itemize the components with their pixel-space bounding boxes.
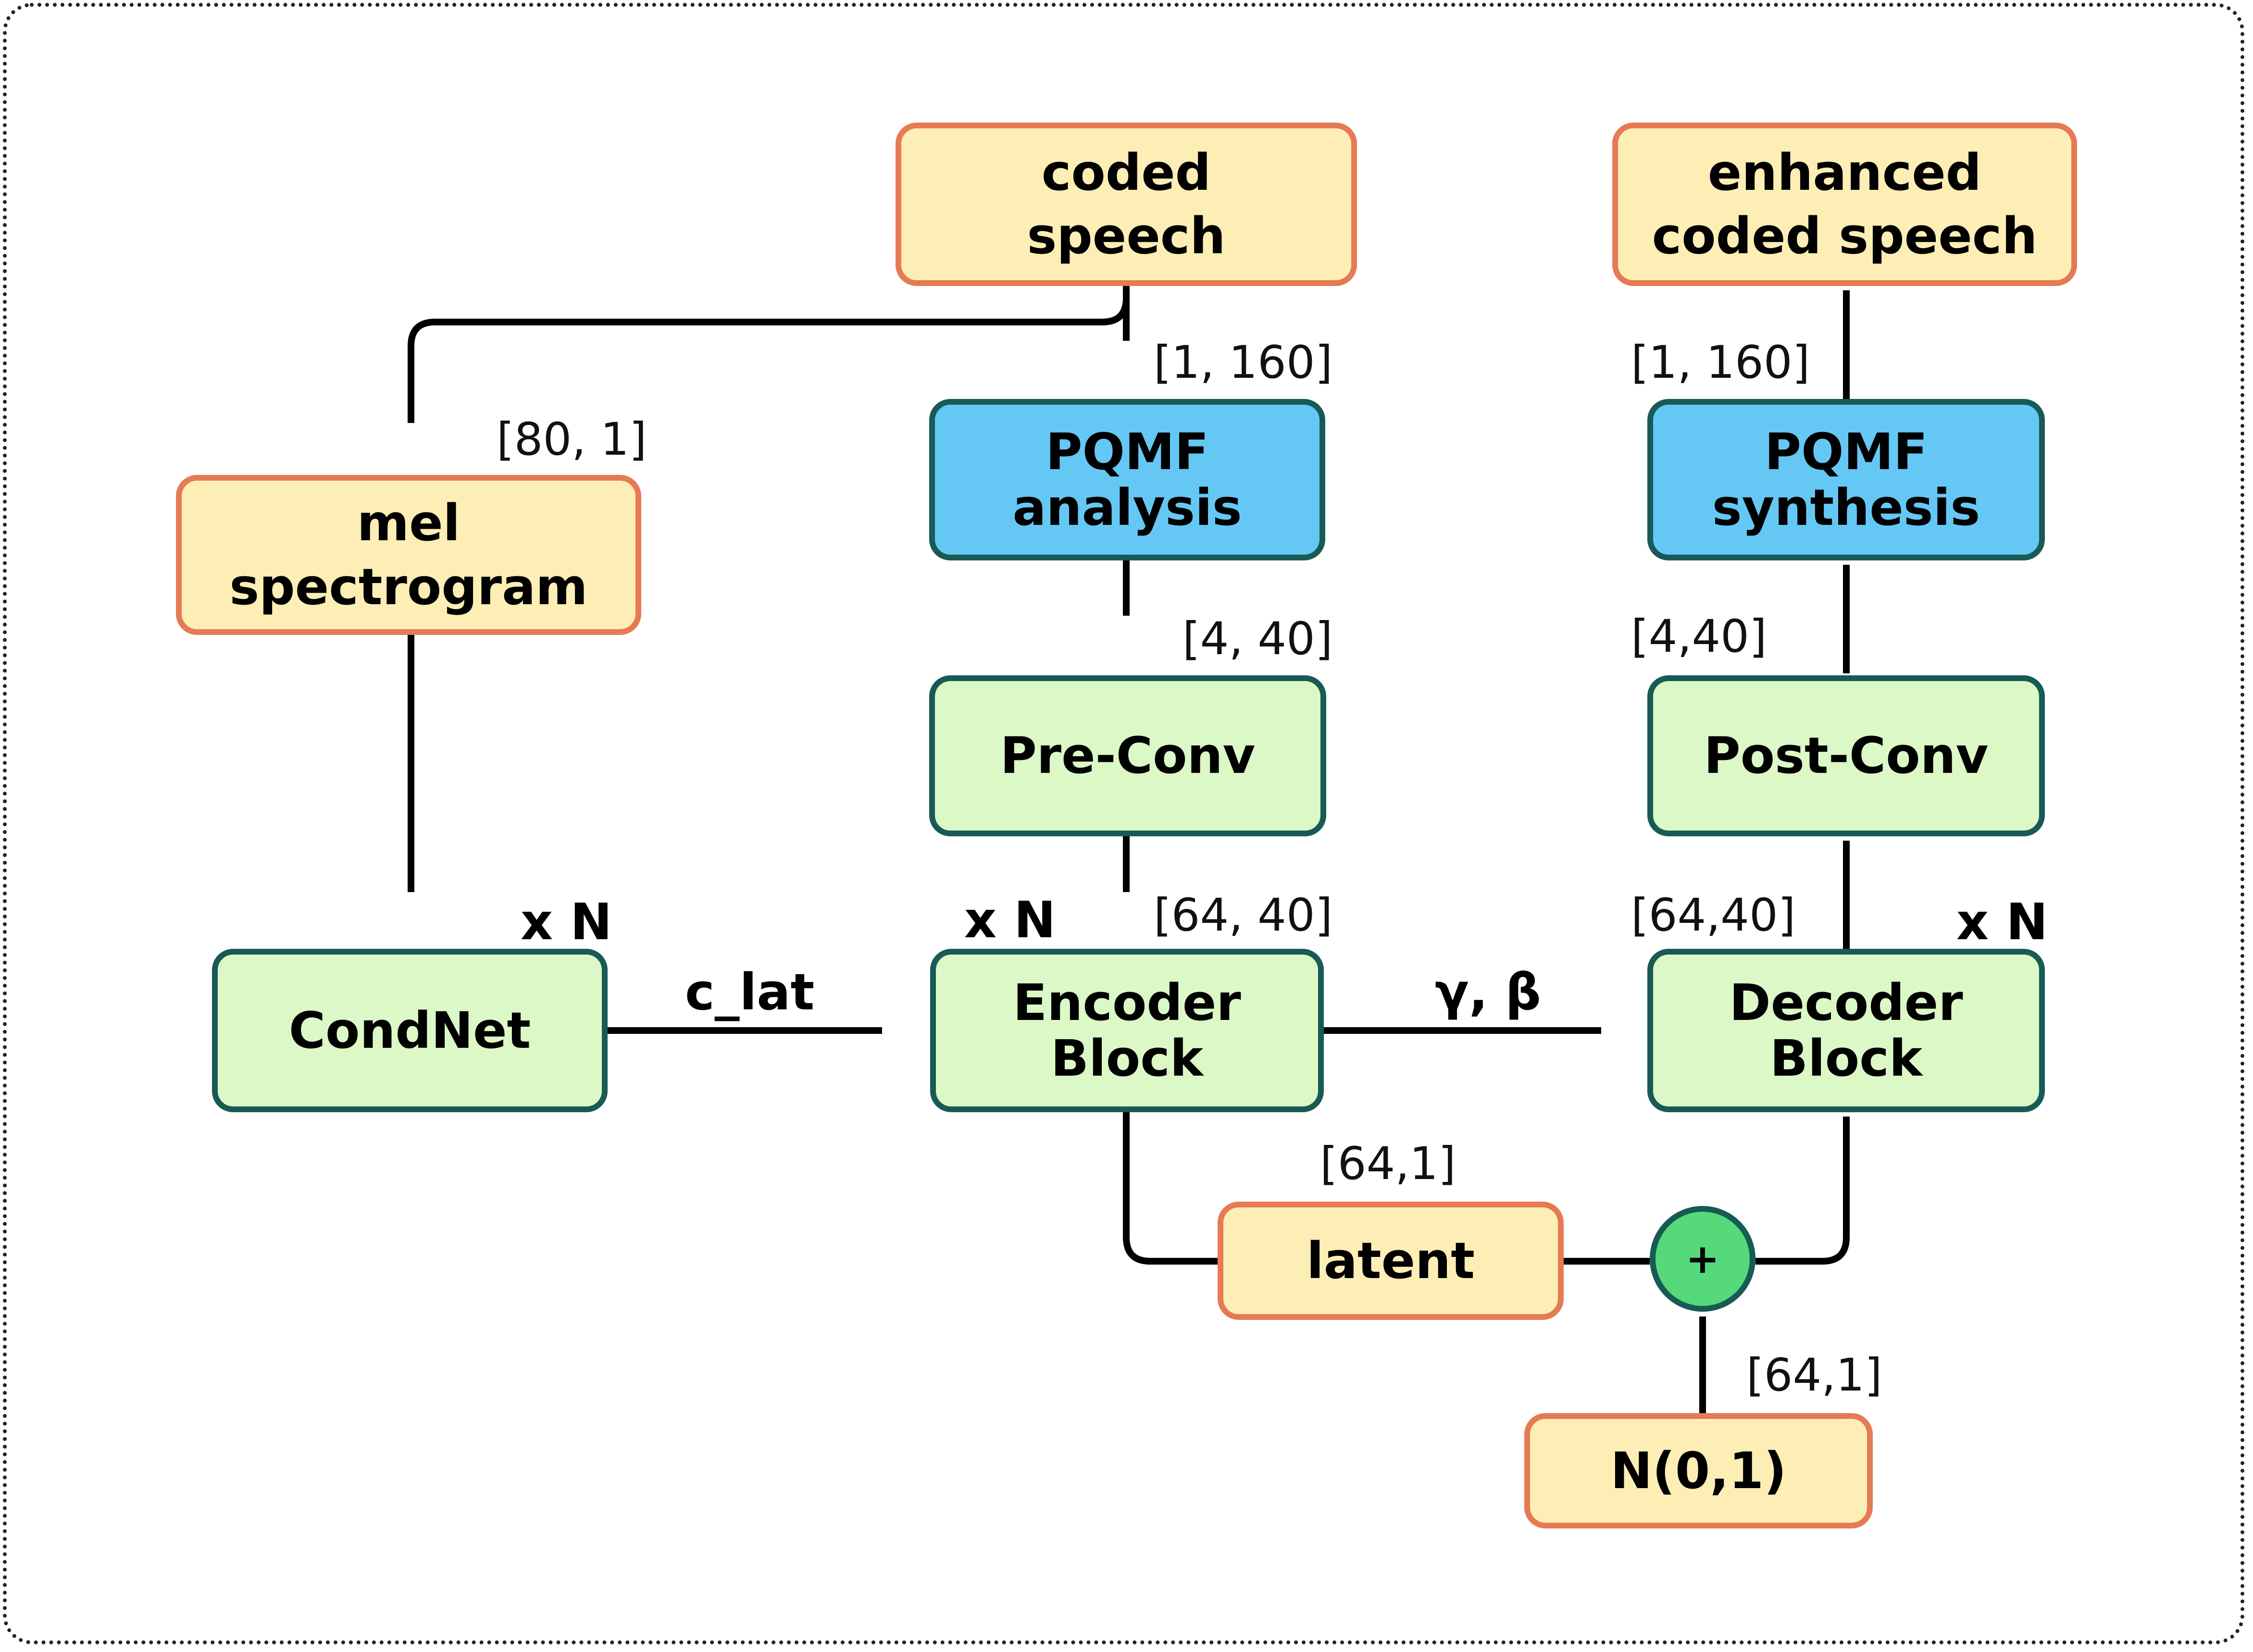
node-label-line: enhanced [1707, 143, 1982, 202]
node-label-line: latent [1307, 1231, 1475, 1290]
edge-encoder-to-latent [1123, 1112, 1218, 1265]
decoder-block-node: Decoder Block [1647, 949, 2045, 1112]
node-label-line: coded [1041, 143, 1211, 202]
coded-speech-node: coded speech [896, 123, 1357, 286]
repeat-label-condnet: x N [521, 893, 612, 951]
edge-label-c-lat: c_lat [685, 963, 815, 1021]
pqmf-synthesis-node: PQMF synthesis [1647, 399, 2045, 560]
node-label-line: spectrogram [229, 557, 588, 616]
node-label-line: N(0,1) [1610, 1441, 1787, 1500]
node-label-line: Block [1050, 1029, 1204, 1088]
shape-label-analysis-in: [1, 160] [1154, 336, 1333, 389]
node-label-line: CondNet [288, 1001, 531, 1060]
node-label-line: Pre-Conv [1000, 726, 1256, 785]
edge-adder-to-decoder [1755, 1117, 1850, 1265]
repeat-label-decoder: x N [1956, 893, 2048, 951]
node-label-line: Block [1769, 1029, 1923, 1088]
node-label-line: PQMF [1046, 422, 1209, 481]
encoder-block-node: Encoder Block [930, 949, 1324, 1112]
repeat-label-encoder: x N [964, 891, 1056, 949]
node-label-line: mel [357, 494, 461, 553]
pqmf-analysis-node: PQMF analysis [929, 399, 1325, 560]
noise-node: N(0,1) [1524, 1413, 1873, 1528]
pre-conv-node: Pre-Conv [929, 675, 1326, 836]
node-label-line: Decoder [1729, 973, 1963, 1032]
node-label-line: coded speech [1652, 207, 2038, 265]
plus-icon: + [1685, 1235, 1720, 1282]
node-label-line: analysis [1012, 478, 1242, 537]
condnet-node: CondNet [212, 949, 608, 1112]
node-label-line: Post-Conv [1704, 726, 1989, 785]
shape-label-postconv-out: [4,40] [1631, 610, 1767, 663]
shape-label-preconv-in: [4, 40] [1183, 613, 1333, 665]
shape-label-noise: [64,1] [1746, 1349, 1882, 1402]
node-label-line: speech [1027, 207, 1226, 265]
shape-label-latent: [64,1] [1320, 1138, 1456, 1190]
node-label-line: PQMF [1764, 422, 1928, 481]
shape-label-encoder-in: [64, 40] [1154, 889, 1333, 942]
shape-label-mel: [80, 1] [497, 413, 647, 466]
adder-node: + [1650, 1206, 1755, 1312]
post-conv-node: Post-Conv [1647, 675, 2045, 836]
shape-label-decoder-out: [64,40] [1631, 889, 1796, 942]
node-label-line: synthesis [1712, 478, 1980, 537]
enhanced-speech-node: enhanced coded speech [1612, 123, 2077, 286]
diagram-frame [3, 3, 2244, 1644]
node-label-line: Encoder [1013, 973, 1241, 1032]
latent-node: latent [1218, 1202, 1564, 1320]
mel-spectrogram-node: mel spectrogram [176, 475, 641, 635]
edge-label-gamma-beta: γ, β [1435, 963, 1541, 1021]
shape-label-synthesis-out: [1, 160] [1631, 336, 1810, 389]
